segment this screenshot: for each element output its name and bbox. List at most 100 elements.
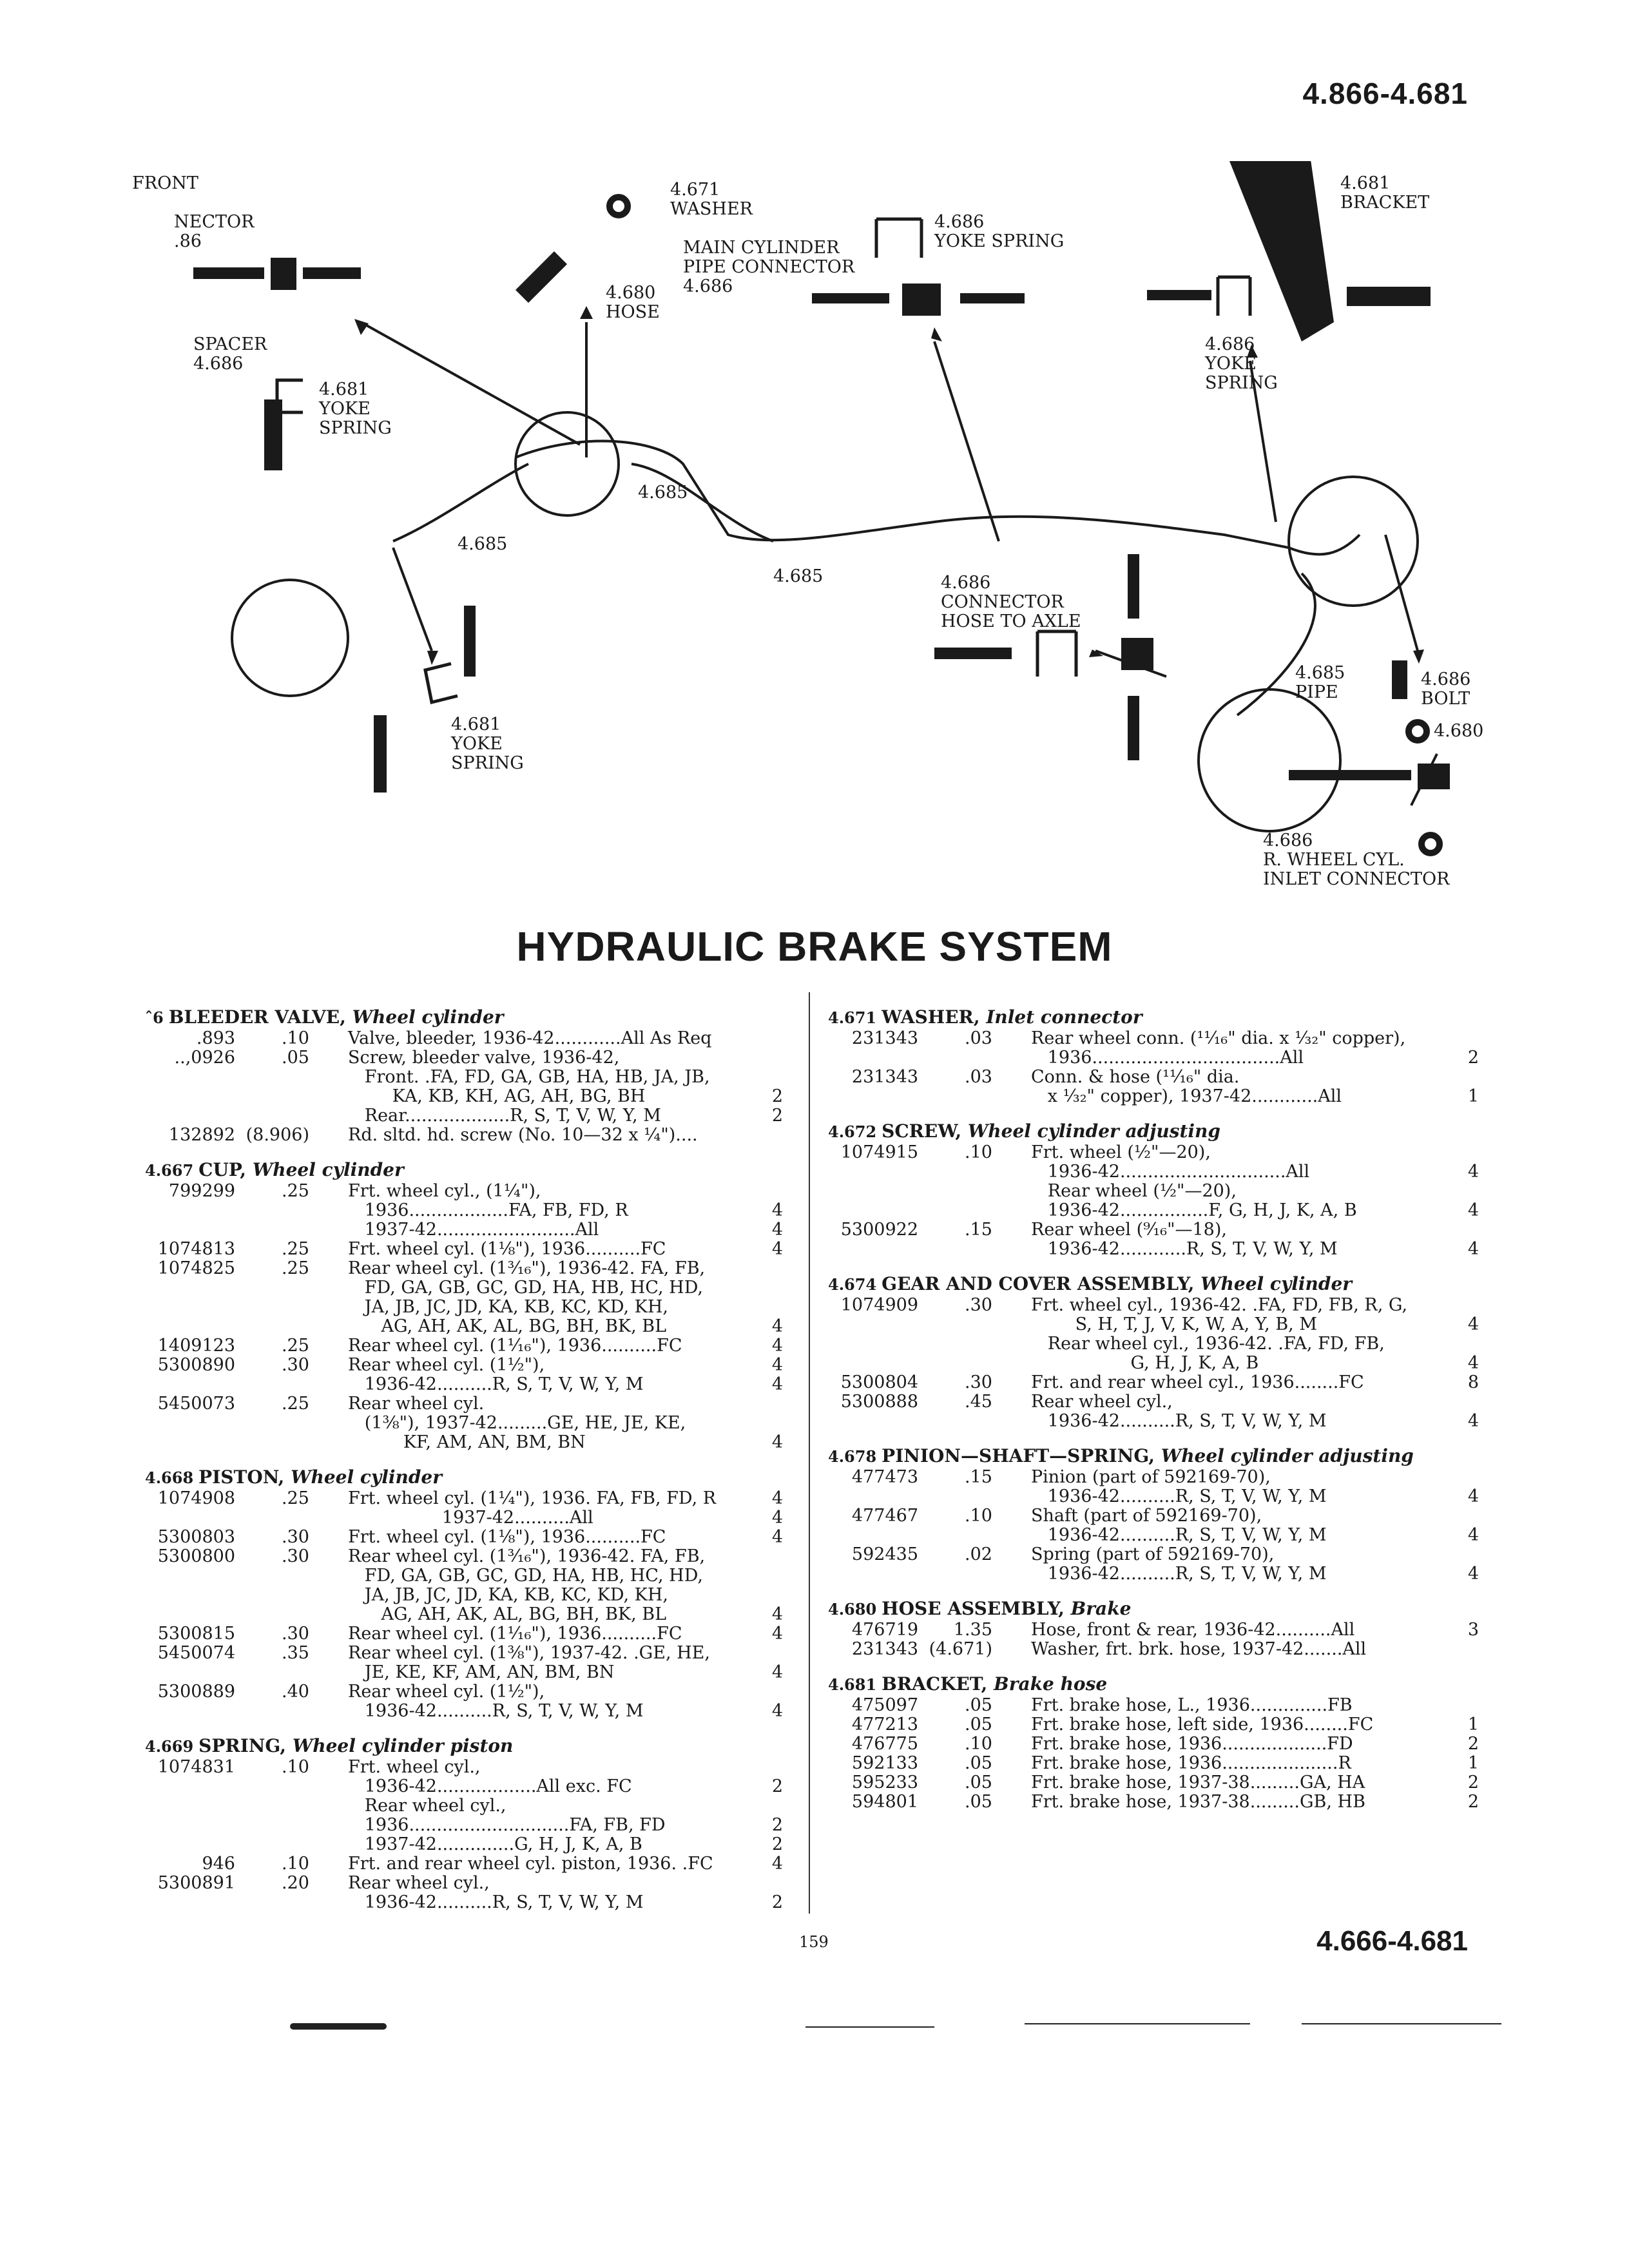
- part-description: Frt. wheel cyl. (1¼"), 1936. FA, FB, FD,…: [348, 1489, 789, 1528]
- part-description: Rear wheel cyl. (1¹⁄₁₆"), 1936..........…: [348, 1624, 789, 1644]
- section-subtitle: Wheel cylinder piston: [292, 1735, 514, 1756]
- part-description: Frt. brake hose, 1937-38.........GA, HA: [1031, 1773, 1485, 1792]
- part-description: Frt. and rear wheel cyl. piston, 1936. .…: [348, 1854, 789, 1874]
- part-quantity: 4: [1467, 1525, 1479, 1545]
- front-connector-body: [271, 258, 296, 290]
- scan-rule: [1025, 2023, 1250, 2024]
- label-front: FRONT: [132, 173, 198, 193]
- section-number: 4.667: [145, 1161, 194, 1180]
- part-number: 5300891: [157, 1873, 235, 1893]
- description-line: FD, GA, GB, GC, GD, HA, HB, HC, HD,: [348, 1566, 703, 1586]
- description-line: 1936-42............R, S, T, V, W, Y, M: [1031, 1239, 1338, 1259]
- part-number: 231343: [851, 1067, 918, 1087]
- description-line: 1936-42..................All exc. FC: [348, 1776, 632, 1796]
- yoke-spring-top: [874, 217, 923, 258]
- label-yoke-spring-2: 4.681 YOKE SPRING: [451, 715, 524, 773]
- part-price: .10: [965, 1142, 992, 1162]
- description-line: G, H, J, K, A, B: [1031, 1353, 1259, 1373]
- description-line: Frt. brake hose, 1936...................…: [1031, 1753, 1351, 1773]
- part-description: Washer, frt. brk. hose, 1937-42.......Al…: [1031, 1640, 1485, 1659]
- section-number: 4.678: [828, 1447, 877, 1466]
- yoke-spring-right-shape: [1216, 275, 1252, 316]
- section-subtitle: Brake: [1070, 1598, 1132, 1619]
- part-price: .25: [282, 1181, 309, 1201]
- part-number: 477467: [851, 1506, 918, 1526]
- page-folio: 159: [799, 1933, 829, 1951]
- part-price: .20: [282, 1873, 309, 1893]
- part-number: 1074831: [157, 1757, 235, 1777]
- part-quantity: 2: [1467, 1734, 1479, 1754]
- part-description: Rear wheel cyl. (1¹⁄₁₆"), 1936..........…: [348, 1336, 789, 1356]
- part-quantity: 3: [1467, 1620, 1479, 1640]
- part-price: .25: [282, 1239, 309, 1259]
- description-line: 1936.............................FA, FB,…: [348, 1815, 666, 1835]
- part-price: .10: [965, 1734, 992, 1754]
- part-row: 231343(4.671)Washer, frt. brk. hose, 193…: [828, 1640, 1485, 1659]
- part-number: 1074825: [157, 1258, 235, 1278]
- part-quantity: 2: [771, 1892, 783, 1912]
- scan-rule: [805, 2026, 934, 2028]
- part-quantity: 4: [1467, 1239, 1479, 1259]
- part-number: 5450074: [157, 1643, 235, 1663]
- section-subtitle: Wheel cylinder: [252, 1159, 404, 1180]
- part-description: Hose, front & rear, 1936-42..........All: [1031, 1620, 1485, 1640]
- part-number: 476719: [851, 1620, 918, 1640]
- part-number: 592133: [851, 1753, 918, 1773]
- part-price: .05: [282, 1048, 309, 1068]
- section-number: ˆ6: [145, 1008, 164, 1027]
- part-price: .05: [965, 1792, 992, 1812]
- part-quantity: 4: [771, 1527, 783, 1547]
- section-subtitle: Brake hose: [994, 1673, 1108, 1695]
- section-number: 4.680: [828, 1600, 877, 1619]
- description-line: Screw, bleeder valve, 1936-42,: [348, 1048, 620, 1068]
- description-line: Frt. brake hose, 1937-38.........GB, HB: [1031, 1792, 1365, 1812]
- section-subtitle: Wheel cylinder: [1200, 1273, 1353, 1294]
- part-quantity: 1: [1467, 1715, 1479, 1735]
- description-line: Frt. brake hose, left side, 1936........…: [1031, 1715, 1374, 1735]
- part-price: .05: [965, 1773, 992, 1792]
- part-number: ..,0926: [174, 1048, 235, 1068]
- description-line: AG, AH, AK, AL, BG, BH, BK, BL: [348, 1604, 667, 1624]
- part-price: .45: [965, 1392, 992, 1412]
- part-price: .03: [965, 1028, 992, 1048]
- description-line: Frt. wheel (½"—20),: [1031, 1142, 1211, 1162]
- description-line: Washer, frt. brk. hose, 1937-42.......Al…: [1031, 1639, 1367, 1659]
- part-quantity: 4 4: [771, 1200, 783, 1240]
- yoke-spring-axle: [1036, 629, 1078, 677]
- description-line: 1936-42..........R, S, T, V, W, Y, M: [1031, 1564, 1327, 1584]
- description-line: AG, AH, AK, AL, BG, BH, BK, BL: [348, 1316, 667, 1336]
- label-washer-2: 4.680: [1434, 721, 1484, 741]
- part-price: 1.35: [953, 1620, 992, 1640]
- label-pipe-1: 4.685: [638, 483, 688, 503]
- description-line: 1936..................FA, FB, FD, R: [348, 1200, 628, 1220]
- part-number: 5300800: [157, 1546, 235, 1566]
- description-line: Frt. and rear wheel cyl., 1936........FC: [1031, 1372, 1364, 1392]
- description-line: Valve, bleeder, 1936-42............All A…: [348, 1028, 712, 1048]
- part-number: 132892: [168, 1125, 235, 1145]
- part-description: Screw, bleeder valve, 1936-42, Front. .F…: [348, 1048, 789, 1126]
- description-line: 1936-42..........R, S, T, V, W, Y, M: [1031, 1525, 1327, 1545]
- part-quantity: 4: [771, 1239, 783, 1259]
- section-name: PINION—SHAFT—SPRING,: [882, 1445, 1155, 1466]
- part-price: .10: [282, 1757, 309, 1777]
- label-connector-axle: 4.686 CONNECTOR HOSE TO AXLE: [941, 573, 1081, 631]
- part-quantity: 4: [771, 1701, 783, 1721]
- section-number: 4.671: [828, 1008, 877, 1027]
- part-description: Conn. & hose (¹¹⁄₁₆" dia. x ¹⁄₃₂" copper…: [1031, 1068, 1485, 1106]
- page-title: HYDRAULIC BRAKE SYSTEM: [516, 923, 1113, 970]
